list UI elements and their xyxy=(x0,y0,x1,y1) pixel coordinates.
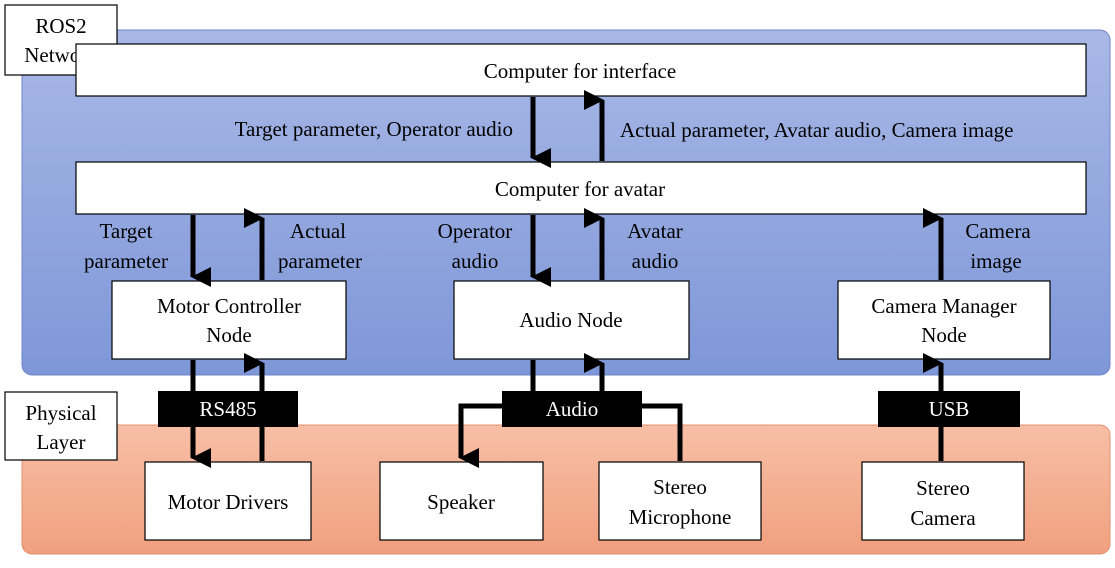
down-flow-label: Target parameter, Operator audio xyxy=(235,117,513,141)
computer-for-avatar-label: Computer for avatar xyxy=(495,177,665,201)
audio-to-speaker-line xyxy=(458,360,536,468)
audio-node-box xyxy=(453,280,690,360)
audio-bus-badge xyxy=(502,391,642,427)
motor-drivers-box xyxy=(144,461,312,541)
computer-for-avatar-box xyxy=(75,161,1087,215)
speaker-box xyxy=(379,461,544,541)
computer-for-interface-label: Computer for interface xyxy=(484,59,676,83)
rs485-bus-badge xyxy=(158,391,298,427)
motor-controller-label-line1: Motor Controller xyxy=(157,294,301,318)
audio-bus-label: Audio xyxy=(546,397,599,421)
physical-label-line1: Physical xyxy=(25,401,96,425)
usb-bus-badge xyxy=(878,391,1020,427)
speaker-label: Speaker xyxy=(427,490,495,514)
stereo-microphone-label-line1: Stereo xyxy=(653,475,707,499)
motor-drivers-label: Motor Drivers xyxy=(168,490,289,514)
motor-controller-node-box xyxy=(111,280,347,360)
stereo-microphone-box xyxy=(598,461,762,541)
actual-label-line1: Actual xyxy=(290,219,346,243)
computer-for-interface-box xyxy=(75,43,1087,97)
camera-manager-label-line1: Camera Manager xyxy=(871,294,1016,318)
ros2-label-line1: ROS2 xyxy=(35,14,86,38)
camera-manager-node-box xyxy=(837,280,1051,360)
camera-label-line1: Camera xyxy=(965,219,1031,243)
stereo-camera-label-line1: Stereo xyxy=(916,476,970,500)
physical-label-line2: Layer xyxy=(37,430,86,454)
motor-controller-label-line2: Node xyxy=(206,323,252,347)
camera-manager-label-line2: Node xyxy=(921,323,967,347)
operator-label-line1: Operator xyxy=(438,219,513,243)
stereo-microphone-label-line2: Microphone xyxy=(629,505,732,529)
camera-label-line2: image xyxy=(970,249,1021,273)
rs485-bus-label: RS485 xyxy=(199,397,256,421)
audio-node-label: Audio Node xyxy=(519,308,622,332)
avatar-label-line1: Avatar xyxy=(627,219,683,243)
actual-label-line2: parameter xyxy=(278,249,362,273)
target-label-line1: Target xyxy=(100,219,153,243)
operator-label-line2: audio xyxy=(452,249,499,273)
up-flow-label: Actual parameter, Avatar audio, Camera i… xyxy=(620,118,1014,142)
target-label-line2: parameter xyxy=(84,249,168,273)
stereo-camera-box xyxy=(861,461,1025,541)
stereo-camera-label-line2: Camera xyxy=(910,506,976,530)
avatar-label-line2: audio xyxy=(632,249,679,273)
usb-bus-label: USB xyxy=(929,397,970,421)
physical-layer-label-box xyxy=(4,391,118,461)
